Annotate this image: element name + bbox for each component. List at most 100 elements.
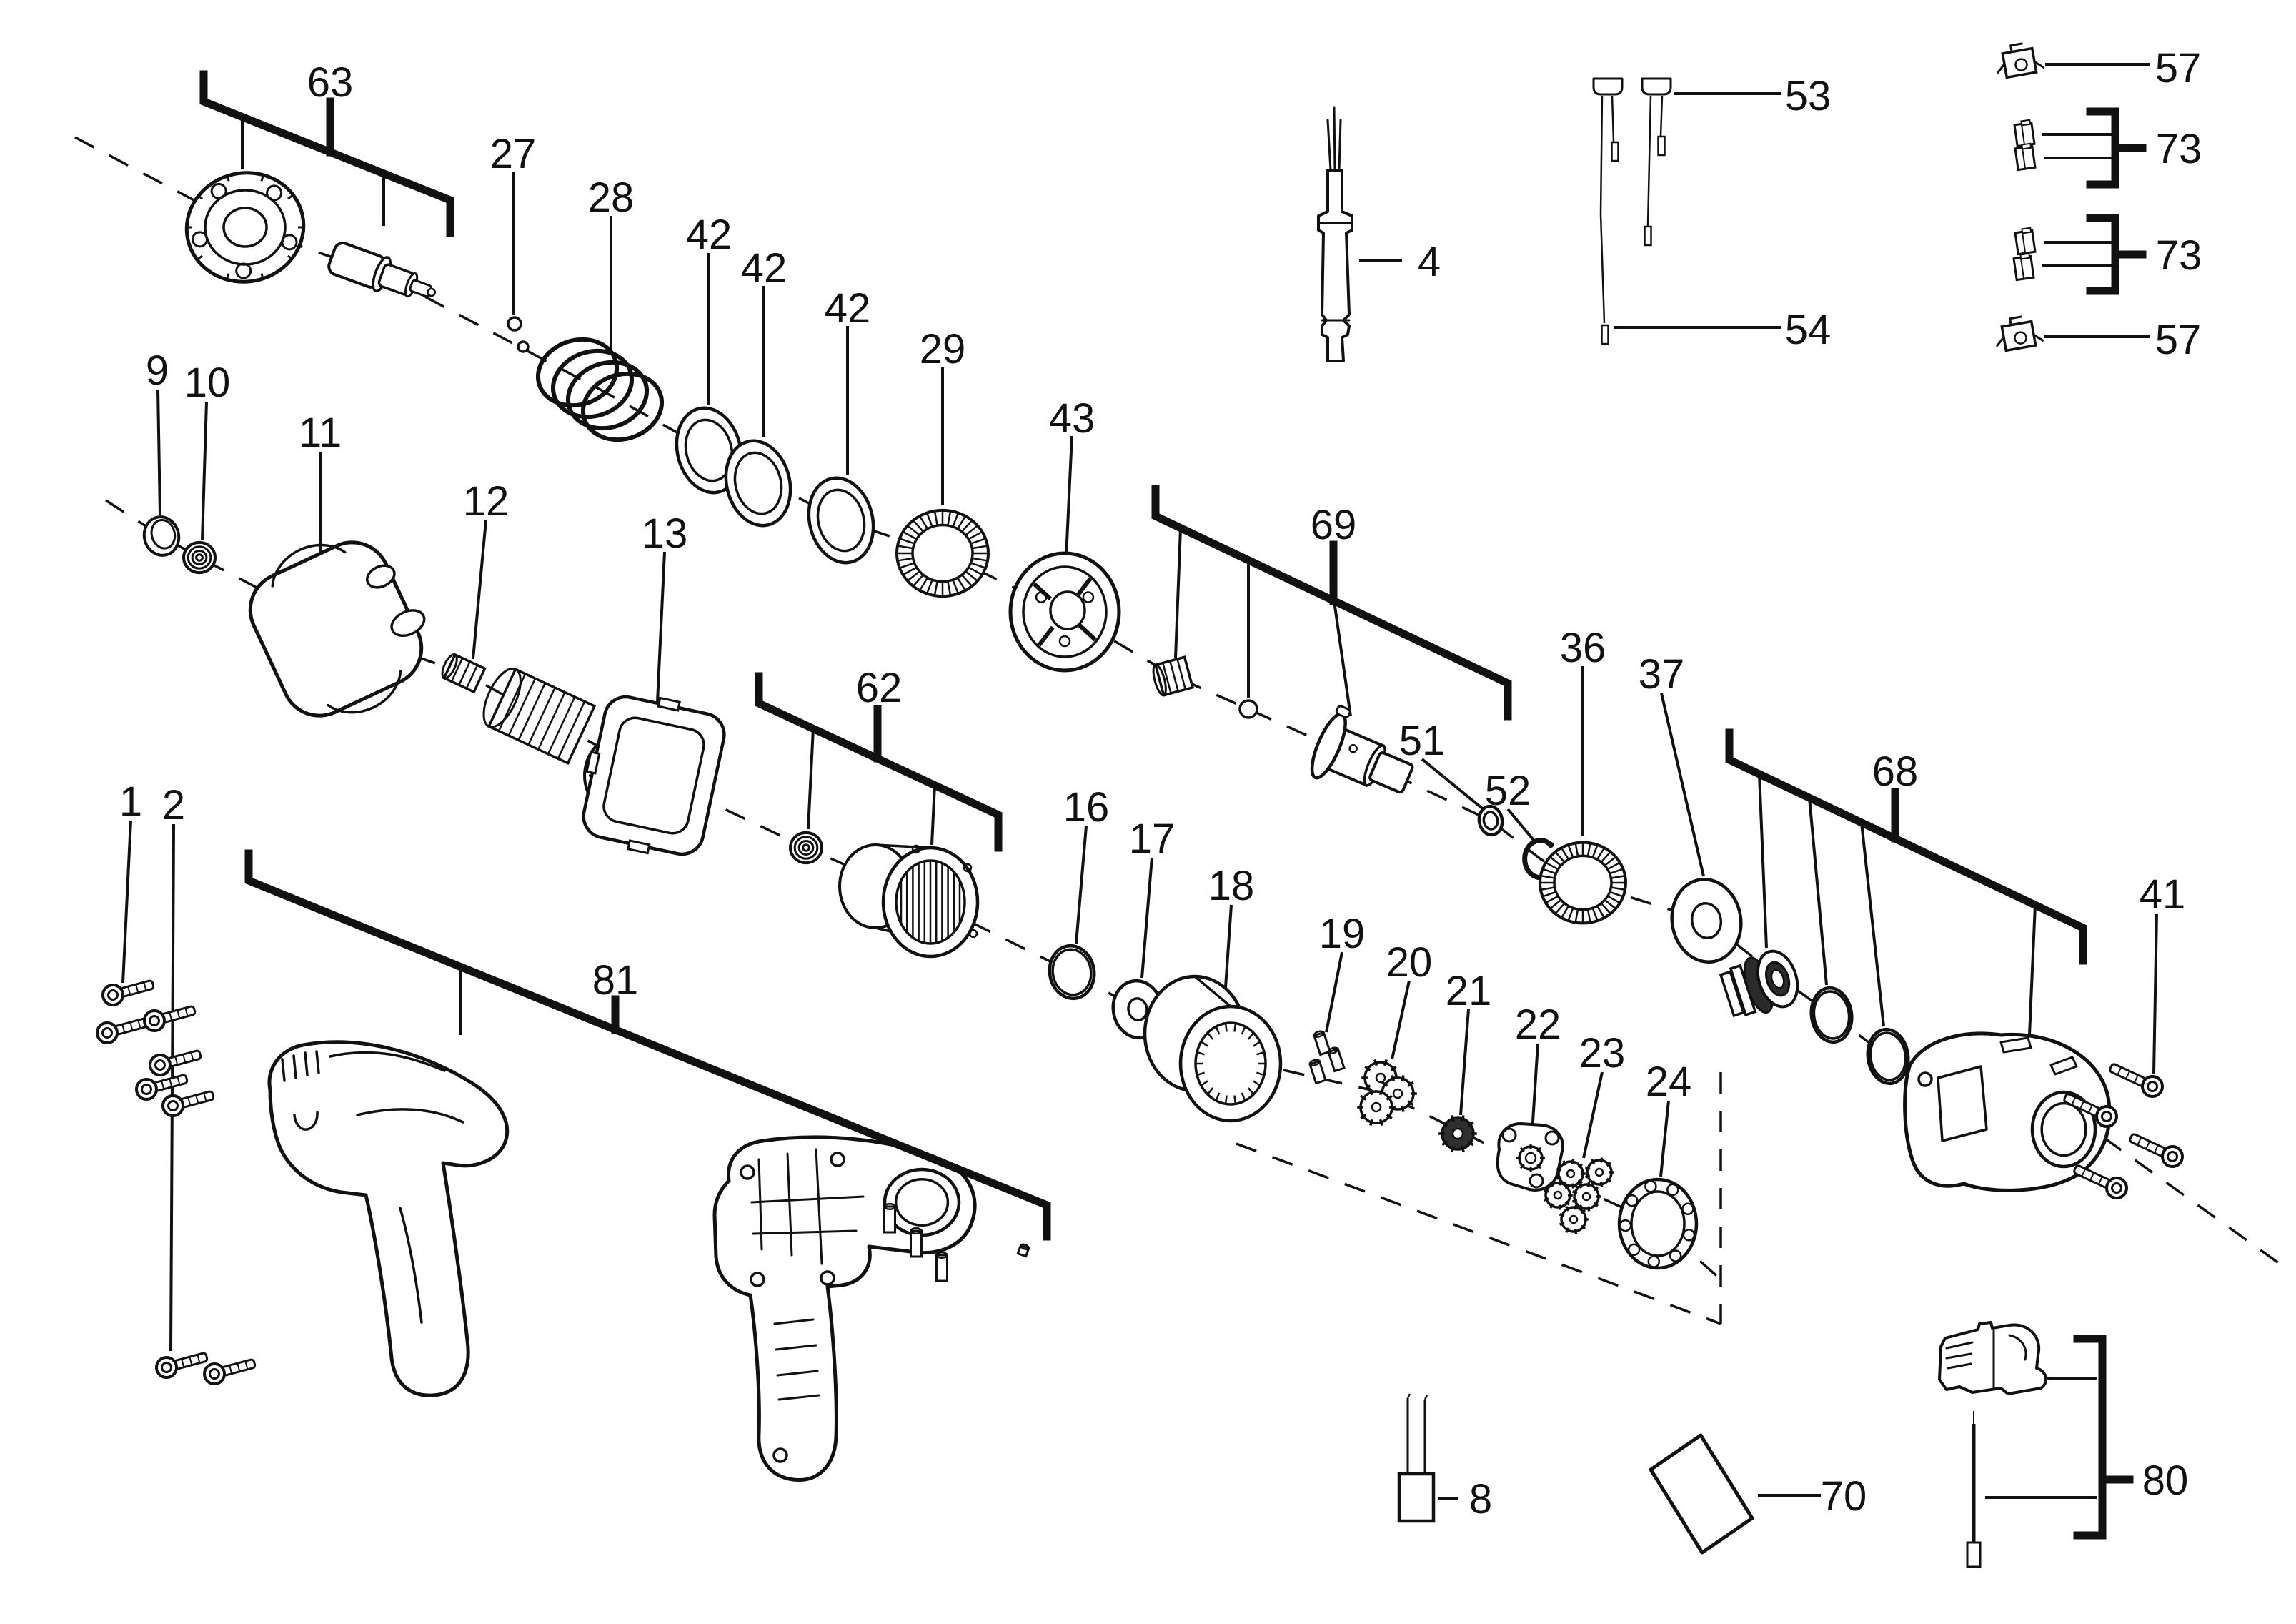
- shape-ellipse: [101, 984, 124, 1006]
- screw-1c: [143, 1005, 197, 1032]
- carbon-brush-assembly-4: [1317, 169, 1353, 362]
- shape-line: [1451, 1145, 1456, 1153]
- carbon-brush-73b: [2014, 142, 2037, 172]
- shape-ellipse: [161, 1094, 184, 1117]
- shape-ellipse: [107, 989, 119, 1001]
- shape-ellipse: [894, 1178, 950, 1227]
- leader-line: [1531, 1043, 1539, 1134]
- leader-line: [1808, 797, 1828, 986]
- shape-ellipse: [1553, 1190, 1563, 1200]
- part-detail: [281, 1050, 464, 1324]
- shape-ellipse: [830, 1152, 845, 1167]
- shape-ellipse: [184, 171, 306, 284]
- shape-line: [2137, 1137, 2142, 1146]
- shape-ellipse: [1770, 969, 1785, 989]
- shape-line: [2081, 1168, 2087, 1177]
- shape-rect: [1644, 225, 1652, 247]
- shape-line: [1596, 905, 1606, 919]
- shape-line: [187, 1096, 192, 1106]
- shape-rect: [585, 751, 601, 775]
- shape-ellipse: [195, 553, 204, 562]
- shape-rect: [1335, 705, 1351, 718]
- shape-line: [1549, 899, 1562, 910]
- callout-18-30: 18: [1208, 863, 1255, 909]
- shape-line: [972, 545, 988, 550]
- shape-line: [121, 1024, 126, 1033]
- callout-42-3: 42: [686, 212, 732, 258]
- shape-line: [1611, 886, 1626, 891]
- shape-line: [1215, 1026, 1221, 1035]
- shape-line: [1545, 895, 1559, 904]
- shape-line: [1571, 1159, 1575, 1164]
- shape-line: [1558, 1204, 1562, 1210]
- shape-line: [2125, 1071, 2131, 1079]
- callout-41-27: 41: [2140, 871, 2186, 918]
- shape-line: [1549, 856, 1562, 866]
- callout-2-38: 2: [162, 782, 185, 828]
- leader-line: [1140, 857, 1153, 979]
- shape-line: [2089, 1172, 2095, 1181]
- shape-ellipse: [1627, 1243, 1641, 1257]
- shape-ellipse: [1594, 1167, 1604, 1177]
- callout-4-8: 4: [1418, 239, 1441, 285]
- shape-path: [1997, 42, 2045, 74]
- shape-line: [197, 194, 204, 200]
- shape-line: [226, 175, 230, 182]
- washer-42c: [807, 476, 875, 565]
- callout-17-29: 17: [1129, 816, 1176, 862]
- shape-line: [1571, 1183, 1575, 1189]
- shape-line: [1423, 1395, 1428, 1400]
- shape-ellipse: [1644, 1180, 1657, 1193]
- shape-ellipse: [910, 1227, 923, 1234]
- shape-line: [952, 579, 960, 594]
- shape-ellipse: [192, 231, 209, 248]
- shape-line: [1256, 1051, 1265, 1056]
- leader-line: [1582, 1071, 1604, 1159]
- shape-line: [1176, 658, 1187, 690]
- shape-ellipse: [482, 667, 522, 728]
- shape-line: [1364, 1084, 1371, 1091]
- steel-ball-27b: [517, 340, 530, 353]
- shape-line: [1360, 1094, 1367, 1101]
- callout-27-1: 27: [490, 131, 537, 177]
- flat-washer-37: [1670, 878, 1743, 964]
- boss-81a: [740, 1164, 755, 1180]
- shape-line: [287, 194, 294, 200]
- pin-81b: [910, 1227, 923, 1258]
- shape-ellipse: [2147, 1081, 2158, 1092]
- shape-line: [1543, 1197, 1549, 1202]
- shape-line: [1565, 1227, 1570, 1233]
- pinion-21: [1438, 1114, 1477, 1153]
- shape-ellipse: [750, 1272, 765, 1287]
- shape-line: [1562, 1160, 1567, 1166]
- shape-line: [1075, 577, 1093, 598]
- shape-ellipse: [222, 207, 268, 248]
- shape-rect: [1966, 1541, 1982, 1568]
- shape-line: [1206, 1032, 1214, 1040]
- shape-ellipse: [1812, 990, 1851, 1040]
- shape-ellipse: [816, 488, 866, 553]
- shape-line: [507, 678, 537, 736]
- part-detail: [750, 1148, 865, 1401]
- leader-line: [201, 401, 208, 540]
- shape-line: [1037, 625, 1055, 647]
- boss-81d: [820, 1270, 835, 1286]
- shape-line: [1604, 856, 1616, 866]
- shape-line: [195, 1094, 199, 1104]
- shape-line: [1564, 1200, 1571, 1206]
- shape-line: [968, 530, 983, 540]
- shape-ellipse: [507, 316, 522, 332]
- part-outline: [267, 1040, 510, 1397]
- leader-line: [1075, 826, 1088, 944]
- shape-line: [1383, 1059, 1388, 1066]
- shape-line: [465, 665, 479, 689]
- callout-21-33: 21: [1446, 968, 1492, 1014]
- callout-23-35: 23: [1579, 1030, 1626, 1076]
- shape-ellipse: [1451, 1127, 1464, 1140]
- carbon-brush-wires-4: [1317, 106, 1353, 322]
- leader-line: [656, 551, 666, 703]
- shape-ellipse: [2101, 1111, 2112, 1122]
- shape-line: [1559, 1213, 1565, 1217]
- shape-ellipse: [550, 348, 635, 420]
- key-81: [1016, 1243, 1030, 1258]
